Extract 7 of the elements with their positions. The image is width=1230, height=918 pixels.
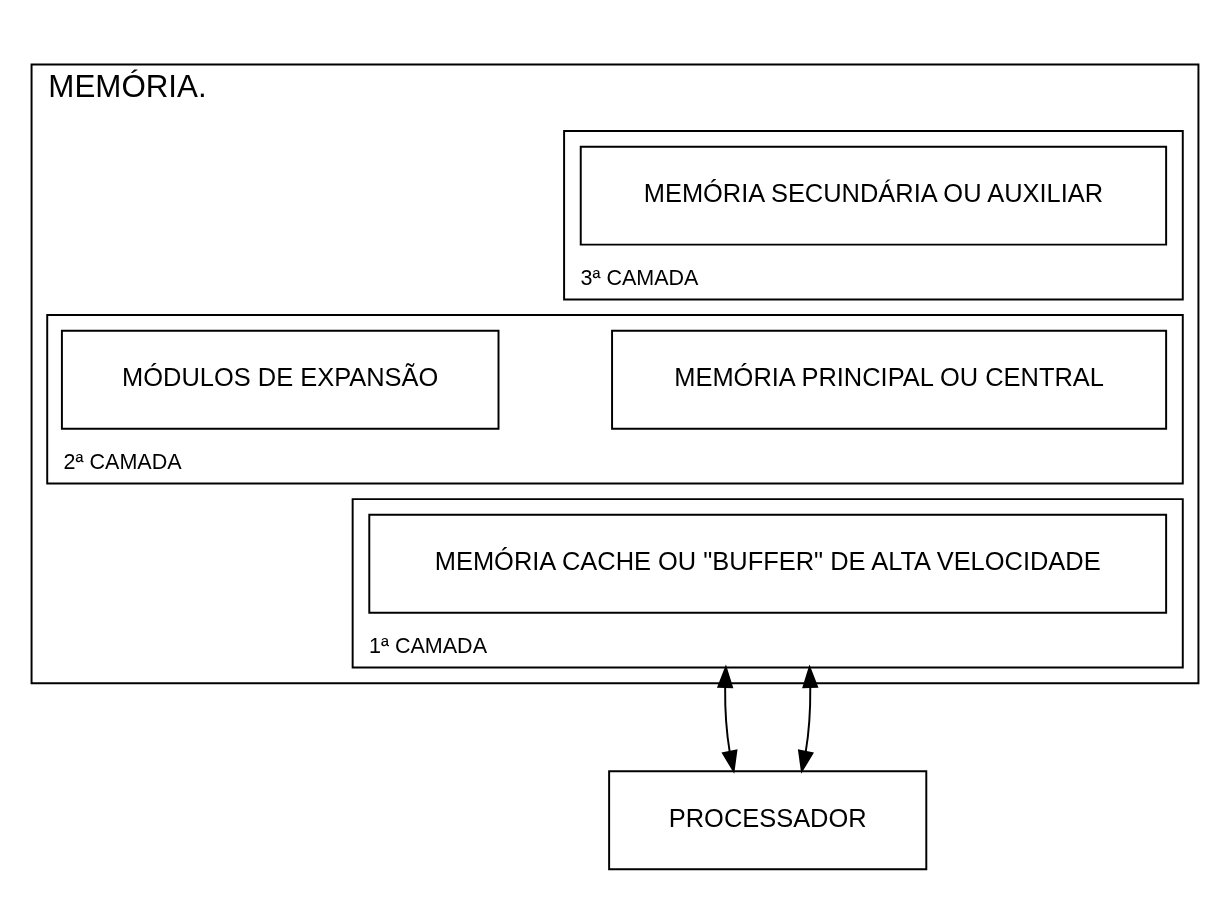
node-box: MEMÓRIA SECUNDÁRIA OU AUXILIAR: [579, 145, 1168, 246]
node-box: MÓDULOS DE EXPANSÃO: [60, 329, 500, 430]
node-box: MEMÓRIA CACHE OU "BUFFER" DE ALTA VELOCIDADE: [368, 513, 1168, 614]
arrow: [716, 664, 738, 774]
arrow: [797, 664, 819, 774]
node-box: PROCESSADOR: [608, 770, 928, 871]
node-box: MEMÓRIA PRINCIPAL OU CENTRAL: [611, 329, 1168, 430]
